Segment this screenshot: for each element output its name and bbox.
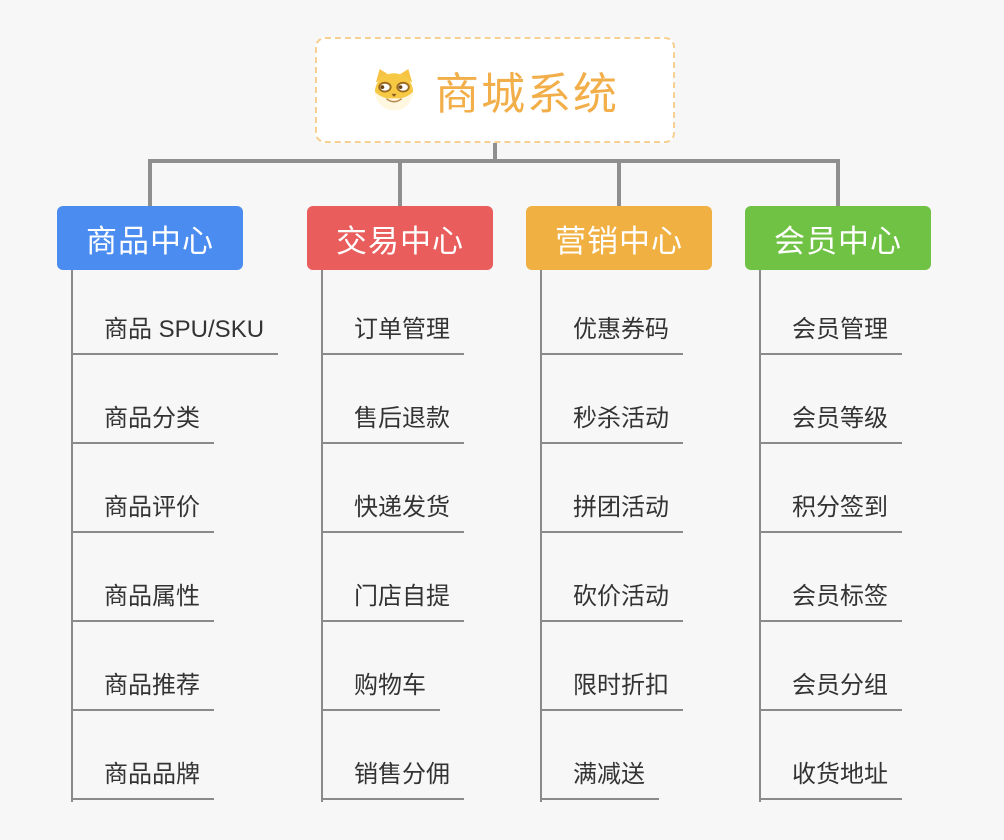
column-line (71, 270, 73, 802)
leaf-item[interactable]: 商品评价 (71, 444, 278, 533)
leaf-item[interactable]: 购物车 (321, 622, 464, 711)
leaf-list-marketing-center: 优惠券码 秒杀活动 拼团活动 砍价活动 限时折扣 满减送 (540, 270, 683, 800)
leaf-item[interactable]: 拼团活动 (540, 444, 683, 533)
column-line (759, 270, 761, 802)
branch-connector-line (617, 159, 621, 206)
branch-node-product-center[interactable]: 商品中心 (57, 206, 243, 270)
leaf-item[interactable]: 满减送 (540, 711, 683, 800)
leaf-item[interactable]: 限时折扣 (540, 622, 683, 711)
leaf-item[interactable]: 售后退款 (321, 355, 464, 444)
leaf-item[interactable]: 订单管理 (321, 270, 464, 355)
branch-bus-line (148, 159, 840, 163)
branch-label: 营销中心 (555, 223, 683, 259)
root-connector-line (493, 141, 497, 162)
leaf-item[interactable]: 会员管理 (759, 270, 902, 355)
leaf-item[interactable]: 商品属性 (71, 533, 278, 622)
leaf-item[interactable]: 收货地址 (759, 711, 902, 800)
branch-node-marketing-center[interactable]: 营销中心 (526, 206, 712, 270)
root-node-mall-system[interactable]: 商城系统 (315, 37, 675, 143)
column-line (540, 270, 542, 802)
leaf-list-product-center: 商品 SPU/SKU 商品分类 商品评价 商品属性 商品推荐 商品品牌 (71, 270, 279, 800)
branch-node-trade-center[interactable]: 交易中心 (307, 206, 493, 270)
leaf-item[interactable]: 商品分类 (71, 355, 278, 444)
leaf-list-member-center: 会员管理 会员等级 积分签到 会员标签 会员分组 收货地址 (759, 270, 902, 800)
branch-connector-line (148, 159, 152, 206)
branch-label: 会员中心 (774, 223, 902, 259)
leaf-item[interactable]: 会员分组 (759, 622, 902, 711)
leaf-item[interactable]: 秒杀活动 (540, 355, 683, 444)
leaf-item[interactable]: 商品品牌 (71, 711, 278, 800)
branch-connector-line (836, 159, 840, 206)
branch-label: 交易中心 (336, 223, 464, 259)
branch-label: 商品中心 (86, 223, 214, 259)
leaf-item[interactable]: 快递发货 (321, 444, 464, 533)
branch-connector-line (398, 159, 402, 206)
doge-icon (371, 69, 417, 111)
leaf-item[interactable]: 商品推荐 (71, 622, 278, 711)
leaf-item[interactable]: 门店自提 (321, 533, 464, 622)
leaf-list-trade-center: 订单管理 售后退款 快递发货 门店自提 购物车 销售分佣 (321, 270, 464, 800)
leaf-item[interactable]: 会员标签 (759, 533, 902, 622)
root-title: 商城系统 (435, 70, 619, 119)
leaf-item[interactable]: 优惠券码 (540, 270, 683, 355)
leaf-item[interactable]: 商品 SPU/SKU (71, 270, 279, 355)
leaf-item[interactable]: 积分签到 (759, 444, 902, 533)
branch-node-member-center[interactable]: 会员中心 (745, 206, 931, 270)
leaf-item[interactable]: 销售分佣 (321, 711, 464, 800)
leaf-item[interactable]: 会员等级 (759, 355, 902, 444)
column-line (321, 270, 323, 802)
leaf-item[interactable]: 砍价活动 (540, 533, 683, 622)
